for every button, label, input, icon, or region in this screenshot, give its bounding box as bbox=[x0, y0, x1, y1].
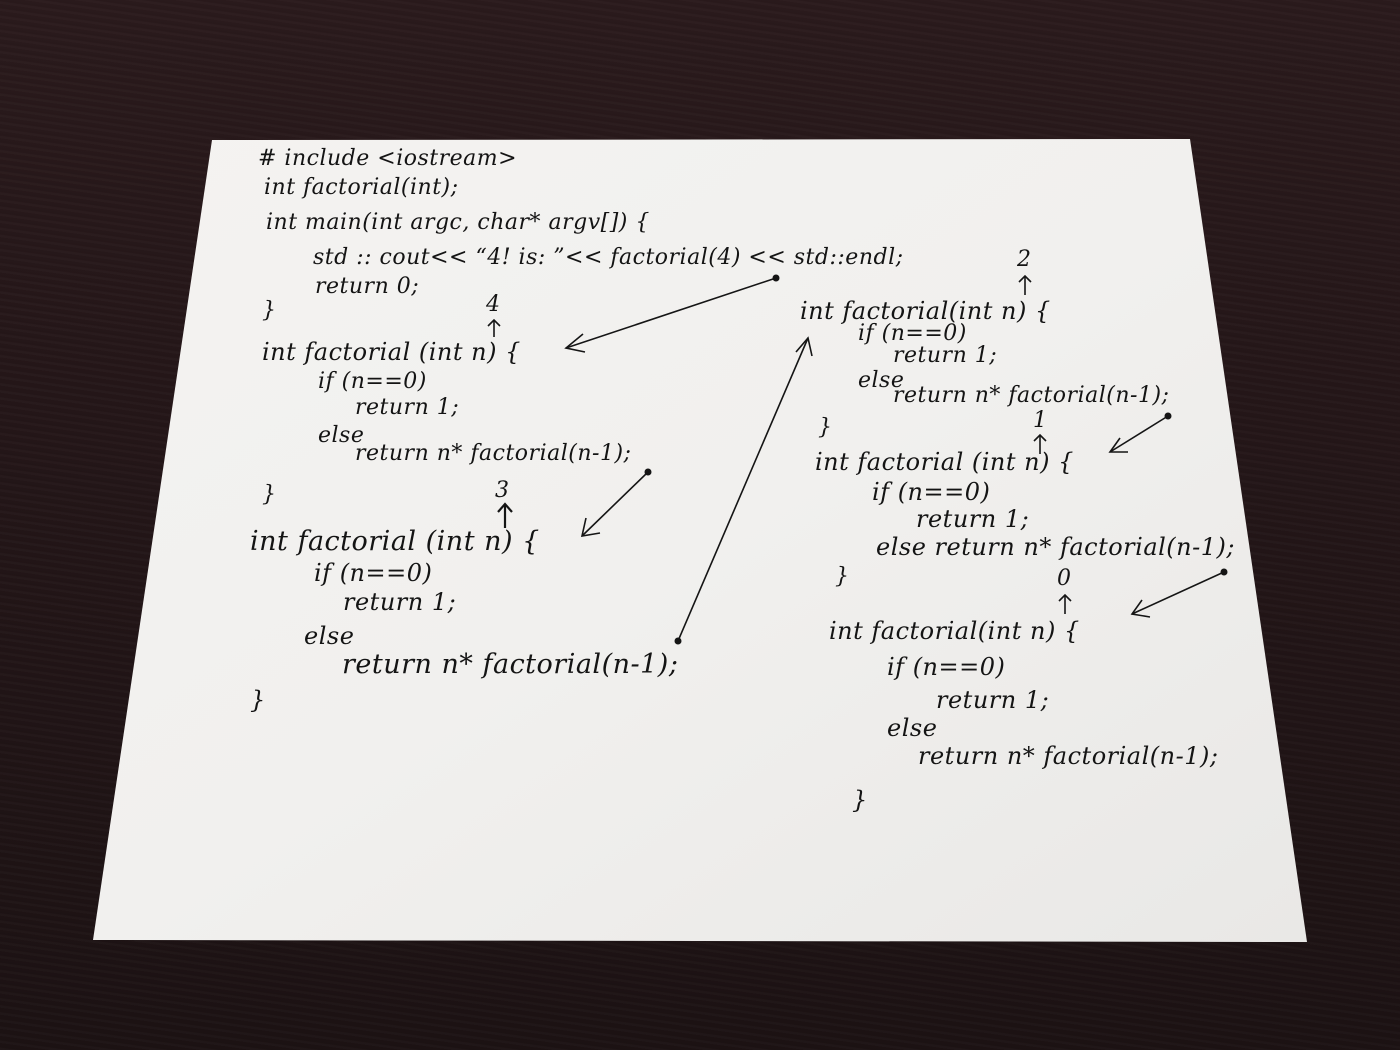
if-line: if (n==0) bbox=[872, 478, 991, 506]
call-arrow-4-to-3 bbox=[580, 468, 652, 537]
factorial-signature: int factorial (int n) { bbox=[262, 338, 521, 366]
return-zero-line: return 0; bbox=[315, 274, 420, 299]
close-brace: } bbox=[262, 482, 277, 507]
include-line: # include <iostream> bbox=[258, 146, 518, 171]
else-line: else bbox=[318, 423, 365, 448]
else-recursive-line: else return n* factorial(n-1); bbox=[876, 533, 1235, 561]
else-line: else bbox=[887, 714, 938, 742]
recursive-return-line: return n* factorial(n-1); bbox=[918, 742, 1219, 770]
if-line: if (n==0) bbox=[318, 369, 427, 394]
close-brace: } bbox=[835, 564, 850, 589]
else-line: else bbox=[858, 368, 905, 393]
main-close-brace: } bbox=[262, 298, 277, 323]
factorial-signature: int factorial (int n) { bbox=[250, 526, 540, 557]
cout-line: std :: cout<< “4! is: ”<< factorial(4) <… bbox=[313, 245, 904, 270]
recursive-return-line: return n* factorial(n-1); bbox=[893, 383, 1170, 408]
return-one-line: return 1; bbox=[936, 686, 1050, 714]
return-one-line: return 1; bbox=[355, 395, 460, 420]
factorial-signature: int factorial(int n) { bbox=[829, 617, 1080, 645]
close-brace: } bbox=[818, 415, 833, 440]
arg-value-3: 3 bbox=[495, 478, 509, 503]
if-line: if (n==0) bbox=[887, 653, 1006, 681]
arg-value-4: 4 bbox=[486, 292, 500, 317]
prototype-line: int factorial(int); bbox=[264, 175, 459, 200]
call-arrow-1-to-0 bbox=[1130, 568, 1228, 618]
arg-arrow-4 bbox=[487, 318, 501, 337]
call-arrow-3-to-2 bbox=[674, 336, 813, 645]
if-line: if (n==0) bbox=[858, 321, 967, 346]
recursive-return-line: return n* factorial(n-1); bbox=[342, 649, 679, 680]
return-one-line: return 1; bbox=[893, 343, 998, 368]
return-one-line: return 1; bbox=[916, 505, 1030, 533]
if-line: if (n==0) bbox=[314, 559, 433, 587]
arg-arrow-3 bbox=[497, 502, 513, 528]
arg-arrow-2 bbox=[1018, 274, 1032, 295]
close-brace: } bbox=[852, 786, 868, 814]
main-signature-line: int main(int argc, char* argv[]) { bbox=[266, 210, 650, 235]
arg-value-2: 2 bbox=[1017, 247, 1031, 272]
call-arrow-2-to-1 bbox=[1108, 412, 1172, 453]
recursive-return-line: return n* factorial(n-1); bbox=[355, 441, 632, 466]
arg-value-0: 0 bbox=[1057, 566, 1071, 591]
call-arrow-main-to-4 bbox=[564, 274, 780, 353]
return-one-line: return 1; bbox=[343, 588, 457, 616]
else-line: else bbox=[304, 622, 355, 650]
arg-arrow-0 bbox=[1058, 593, 1072, 614]
arg-value-1: 1 bbox=[1033, 408, 1047, 433]
factorial-signature: int factorial (int n) { bbox=[815, 448, 1074, 476]
factorial-signature: int factorial(int n) { bbox=[800, 297, 1051, 325]
close-brace: } bbox=[250, 686, 266, 714]
